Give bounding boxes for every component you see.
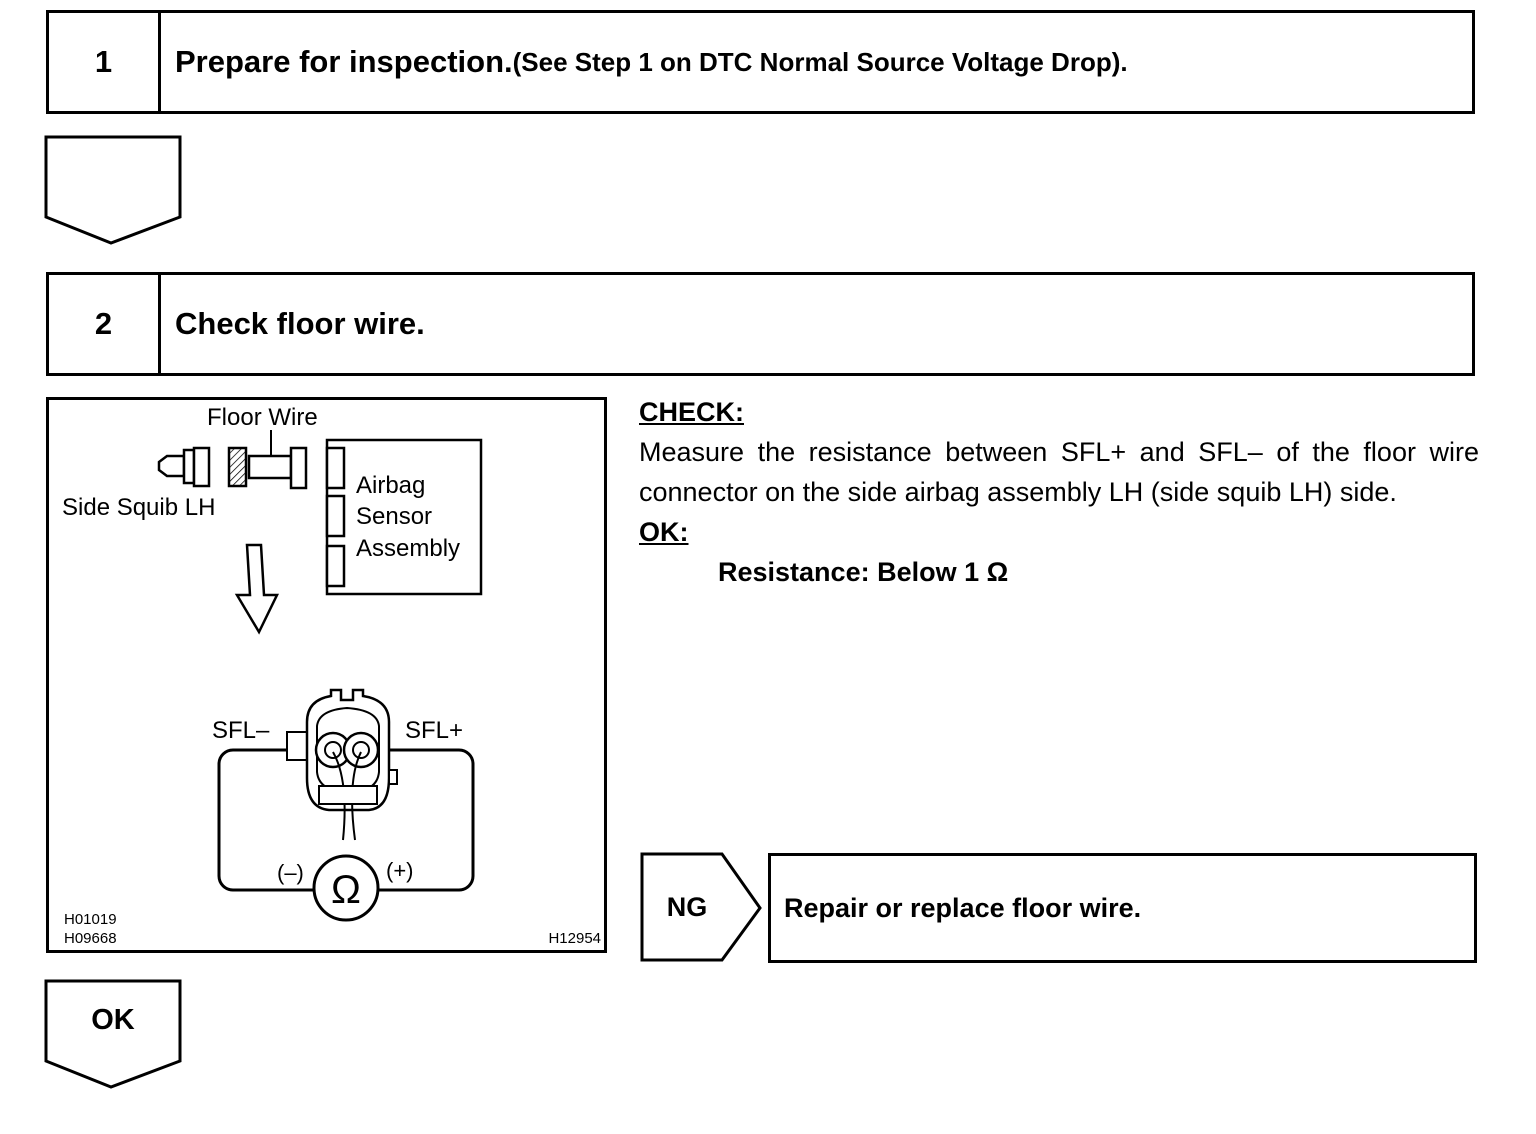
- step-2-title: Check floor wire.: [175, 306, 425, 341]
- ohm-symbol: Ω: [331, 868, 361, 912]
- sfl-plus-label: SFL+: [405, 717, 463, 744]
- check-body: Measure the resistance between SFL+ and …: [639, 437, 1479, 507]
- floor-wire-label: Floor Wire: [207, 404, 318, 431]
- ok-arrow-icon: [44, 979, 182, 1089]
- ok-heading: OK:: [639, 517, 689, 547]
- ng-action-text: Repair or replace floor wire.: [784, 892, 1142, 923]
- step-1-note: (See Step 1 on DTC Normal Source Voltage…: [512, 46, 1128, 77]
- step-1-title-wrap: Prepare for inspection.(See Step 1 on DT…: [175, 13, 1128, 111]
- ok-label: OK: [91, 1003, 135, 1036]
- step-2-title-wrap: Check floor wire.: [175, 275, 425, 373]
- ng-arrow-icon: [640, 852, 762, 962]
- ng-action-box: Repair or replace floor wire.: [768, 853, 1477, 963]
- connector-face-icon: [286, 688, 398, 841]
- ng-label: NG: [666, 891, 708, 922]
- probe-minus-label: (–): [277, 860, 304, 885]
- figure-drawing: Floor Wire Airbag Sensor Assembly Side S…: [62, 404, 601, 947]
- resistance-spec: Resistance: Below 1 Ω: [718, 557, 1009, 587]
- wiring-figure: Floor Wire Airbag Sensor Assembly Side S…: [46, 397, 607, 953]
- direction-arrow-icon: [234, 543, 279, 635]
- airbag-label-2: Sensor: [356, 503, 432, 530]
- airbag-label-3: Assembly: [356, 535, 460, 562]
- step-1-title: Prepare for inspection.: [175, 44, 513, 79]
- probe-plus-label: (+): [386, 858, 414, 883]
- sfl-minus-label: SFL–: [212, 717, 270, 744]
- check-heading: CHECK:: [639, 397, 744, 427]
- side-squib-label: Side Squib LH: [62, 494, 215, 521]
- figure-code-3: H12954: [548, 930, 601, 947]
- figure-code-2: H09668: [64, 930, 117, 947]
- figure-code-1: H01019: [64, 911, 117, 928]
- step-1-number: 1: [49, 13, 161, 111]
- step-1-box: 1 Prepare for inspection.(See Step 1 on …: [46, 10, 1475, 114]
- down-arrow-icon: [44, 135, 182, 245]
- step-2-number: 2: [49, 275, 161, 373]
- step-2-box: 2 Check floor wire.: [46, 272, 1475, 376]
- ohmmeter-icon: [312, 854, 380, 922]
- check-section: CHECK: Measure the resistance between SF…: [639, 392, 1479, 592]
- airbag-label-1: Airbag: [356, 472, 425, 499]
